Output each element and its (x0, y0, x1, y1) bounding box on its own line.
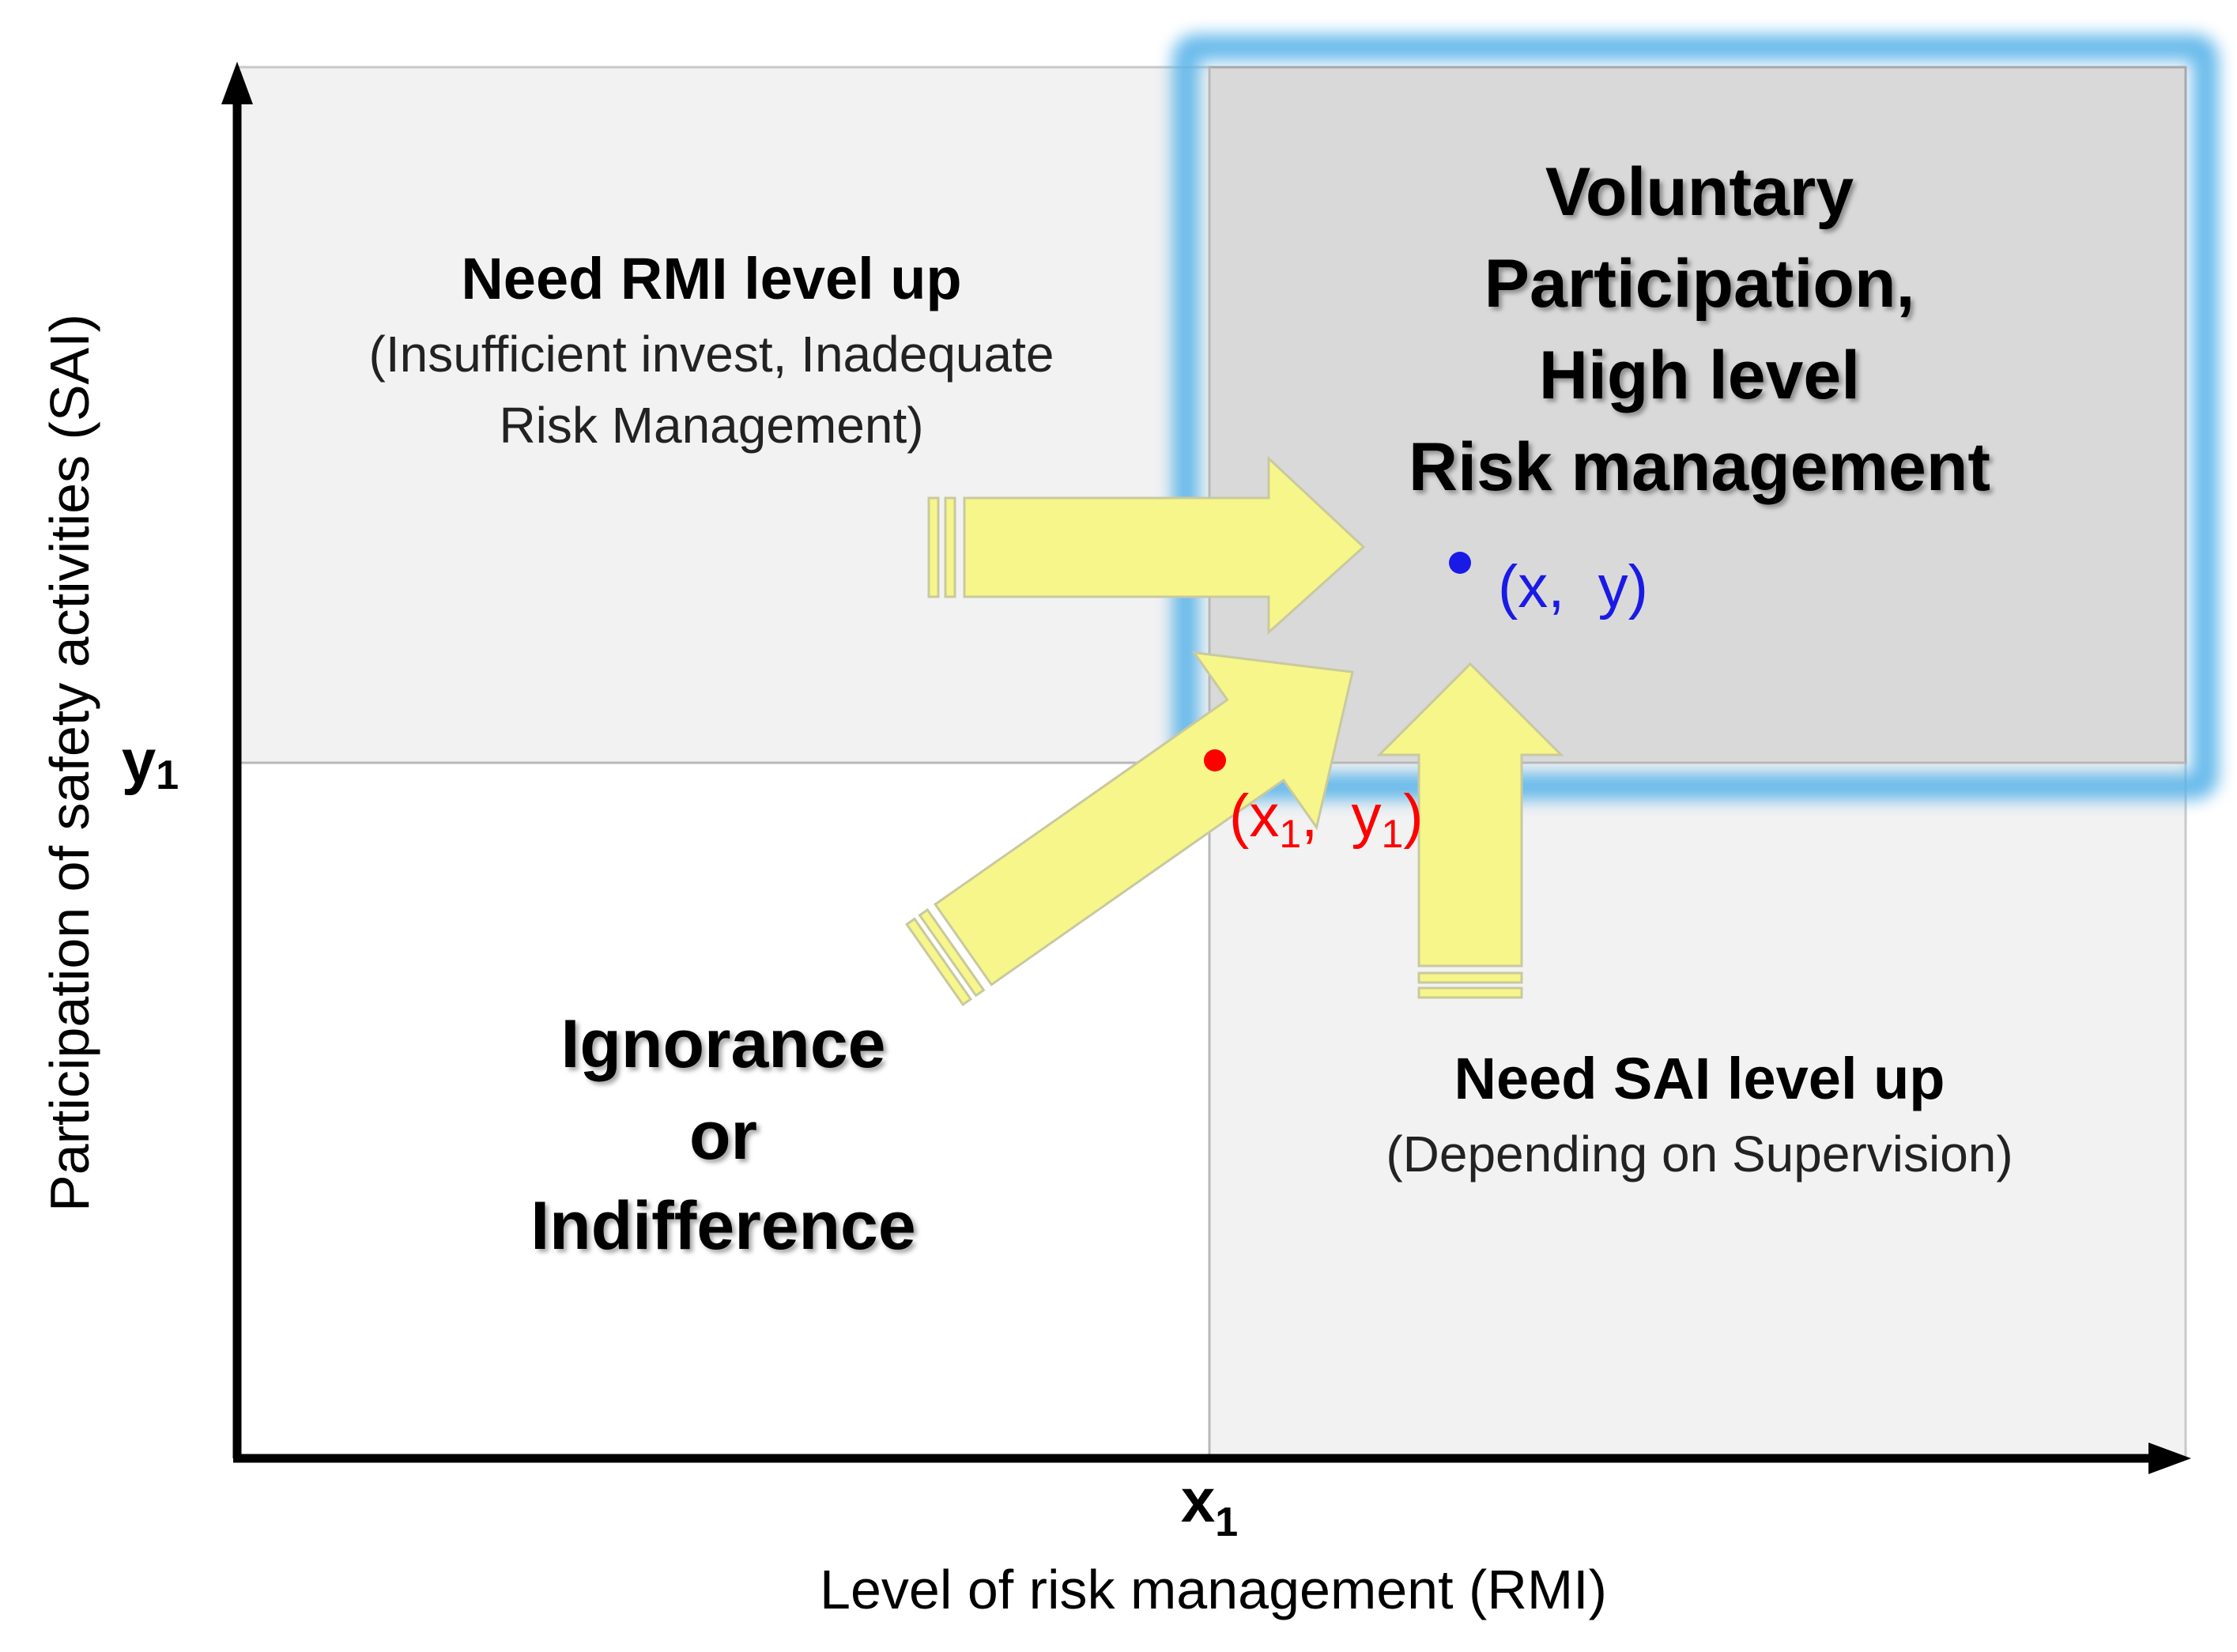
threshold-point-label: (x1, y1) (1229, 783, 1424, 856)
quadrant-top-right-glow (1172, 34, 2219, 800)
bottom-left-title-line-2: or (689, 1098, 757, 1174)
arrow-diagonal (905, 651, 1354, 1007)
x-tick-label: x1 (1181, 1465, 1238, 1545)
y-axis-arrowhead (221, 62, 253, 104)
bottom-right-title: Need SAI level up (1454, 1046, 1945, 1111)
y-tick-label: y1 (122, 726, 179, 798)
top-right-title-line-4: Risk management (1409, 429, 1990, 505)
target-point-label: (x, y) (1498, 553, 1648, 620)
x-axis-label: Level of risk management (RMI) (820, 1559, 1607, 1620)
target-point (1449, 552, 1471, 574)
bottom-left-title-line-3: Indifference (530, 1188, 915, 1264)
top-left-desc-line-1: (Insufficient invest, Inadequate (369, 326, 1054, 383)
bottom-right-desc: (Depending on Supervision) (1386, 1126, 2013, 1182)
arrow-vertical (1376, 662, 1564, 999)
x-axis-arrowhead (2148, 1443, 2191, 1474)
threshold-point (1204, 749, 1226, 771)
top-right-title-line-1: Voluntary (1545, 154, 1854, 230)
top-right-title-line-2: Participation, (1484, 246, 1915, 322)
y-axis-label: Participation of safety activities (SAI) (39, 314, 100, 1212)
bottom-left-title-line-1: Ignorance (561, 1006, 886, 1082)
top-left-title: Need RMI level up (461, 246, 961, 311)
top-right-title-line-3: High level (1539, 338, 1860, 413)
arrow-horizontal (927, 455, 1366, 636)
top-left-desc-line-2: Risk Management) (499, 397, 923, 454)
quadrant-top-left (236, 66, 1211, 764)
